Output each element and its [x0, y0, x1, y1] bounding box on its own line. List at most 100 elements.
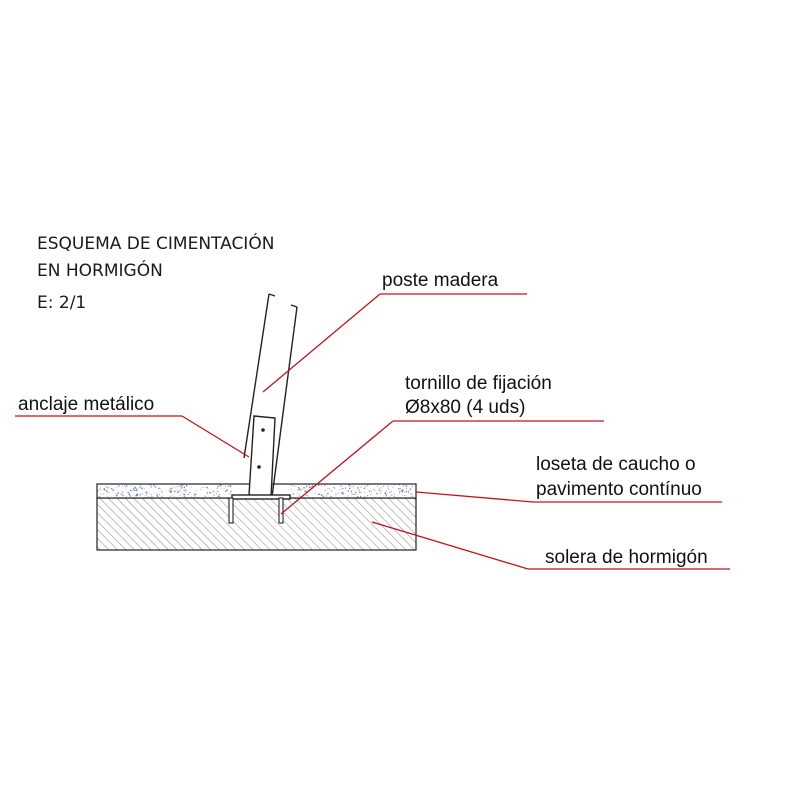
speckle-dot	[311, 485, 314, 487]
speckle-dot	[115, 494, 118, 497]
speckle-dot	[149, 484, 151, 486]
speckle-dot	[124, 487, 126, 488]
speckle-dot	[229, 486, 231, 487]
speckle-dot	[156, 493, 157, 495]
speckle-dot	[130, 484, 132, 486]
speckle-dot	[155, 492, 157, 494]
speckle-dot	[127, 491, 130, 494]
speckle-dot	[191, 487, 193, 488]
speckle-dot	[107, 495, 109, 497]
speckle-dot	[225, 490, 227, 492]
speckle-dot	[390, 490, 392, 493]
speckle-dot	[338, 492, 340, 494]
speckle-dot	[151, 485, 152, 486]
speckle-dot	[158, 493, 161, 496]
speckle-dot	[297, 487, 300, 489]
speckle-dot	[144, 488, 146, 490]
speckle-dot	[353, 494, 355, 496]
speckle-dot	[205, 486, 207, 488]
speckle-dot	[184, 490, 186, 492]
speckle-dot	[410, 493, 412, 495]
speckle-dot	[97, 490, 99, 492]
speckle-dot	[364, 486, 366, 488]
poste-leader	[262, 293, 527, 393]
speckle-dot	[350, 490, 353, 493]
speckle-dot	[294, 485, 295, 487]
speckle-dot	[212, 492, 214, 493]
speckle-dot	[393, 484, 395, 486]
speckle-dot	[301, 485, 302, 487]
speckle-dot	[150, 494, 153, 496]
speckle-dot	[405, 488, 407, 490]
speckle-dot	[202, 486, 204, 488]
speckle-dot	[347, 490, 350, 492]
anchor-bolts	[228, 497, 284, 524]
speckle-dot	[323, 484, 326, 486]
speckle-dot	[397, 488, 400, 490]
speckle-dot	[226, 489, 228, 491]
speckle-dot	[308, 486, 311, 489]
label-tornillo-line2: Ø8x80 (4 uds)	[405, 397, 525, 418]
speckle-dot	[320, 494, 323, 496]
label-poste-madera: poste madera	[382, 270, 499, 291]
speckle-dot	[317, 493, 320, 496]
speckle-dot	[406, 486, 408, 488]
speckle-dot	[291, 489, 292, 490]
speckle-dot	[148, 491, 149, 493]
speckle-dot	[117, 492, 120, 494]
speckle-dot	[180, 487, 182, 489]
speckle-dot	[351, 493, 353, 495]
speckle-dot	[320, 484, 322, 486]
speckle-dot	[379, 490, 381, 492]
label-loseta-line2: pavimento contínuo	[536, 479, 702, 500]
speckle-dot	[345, 487, 347, 489]
speckle-dot	[136, 493, 138, 495]
speckle-dot	[387, 488, 389, 490]
speckle-dot	[183, 486, 186, 488]
speckle-dot	[366, 494, 369, 497]
wooden-post	[243, 293, 298, 498]
speckle-dot	[339, 488, 341, 490]
metal-anchor	[231, 415, 291, 500]
speckle-dot	[393, 496, 395, 498]
speckle-dot	[380, 487, 382, 489]
speckle-dot	[398, 484, 400, 486]
speckle-dot	[363, 487, 365, 490]
speckle-dot	[150, 486, 152, 488]
speckle-dot	[125, 488, 127, 490]
speckle-dot	[319, 493, 321, 495]
speckle-dot	[217, 486, 219, 488]
speckle-dot	[368, 490, 371, 492]
speckle-dot	[106, 491, 108, 493]
speckle-dot	[305, 495, 307, 496]
speckle-dot	[402, 495, 404, 496]
speckle-dot	[123, 485, 125, 487]
speckle-dot	[173, 495, 175, 497]
speckle-dot	[340, 492, 342, 494]
speckle-dot	[173, 490, 175, 493]
speckle-dot	[125, 485, 128, 487]
speckle-dot	[122, 495, 124, 497]
speckle-dot	[195, 493, 197, 495]
speckle-dot	[391, 494, 393, 496]
speckle-dot	[306, 485, 308, 487]
speckle-dot	[359, 491, 361, 494]
anclaje-leader	[15, 415, 250, 458]
speckle-dot	[218, 493, 220, 495]
speckle-dot	[120, 493, 123, 495]
speckle-dot	[230, 484, 232, 486]
speckle-dot	[317, 484, 320, 487]
speckle-dot	[160, 490, 162, 492]
speckle-dot	[314, 493, 316, 495]
speckle-dot	[407, 492, 409, 494]
speckle-dot	[144, 495, 146, 496]
speckle-dot	[216, 487, 218, 489]
speckle-dot	[228, 485, 230, 487]
speckle-dot	[370, 491, 372, 493]
diagram-title-line2: EN HORMIGÓN	[37, 259, 163, 281]
speckle-dot	[342, 493, 344, 495]
speckle-dot	[136, 488, 139, 491]
speckle-dot	[313, 493, 315, 494]
speckle-dot	[184, 496, 186, 498]
speckle-dot	[98, 496, 100, 498]
